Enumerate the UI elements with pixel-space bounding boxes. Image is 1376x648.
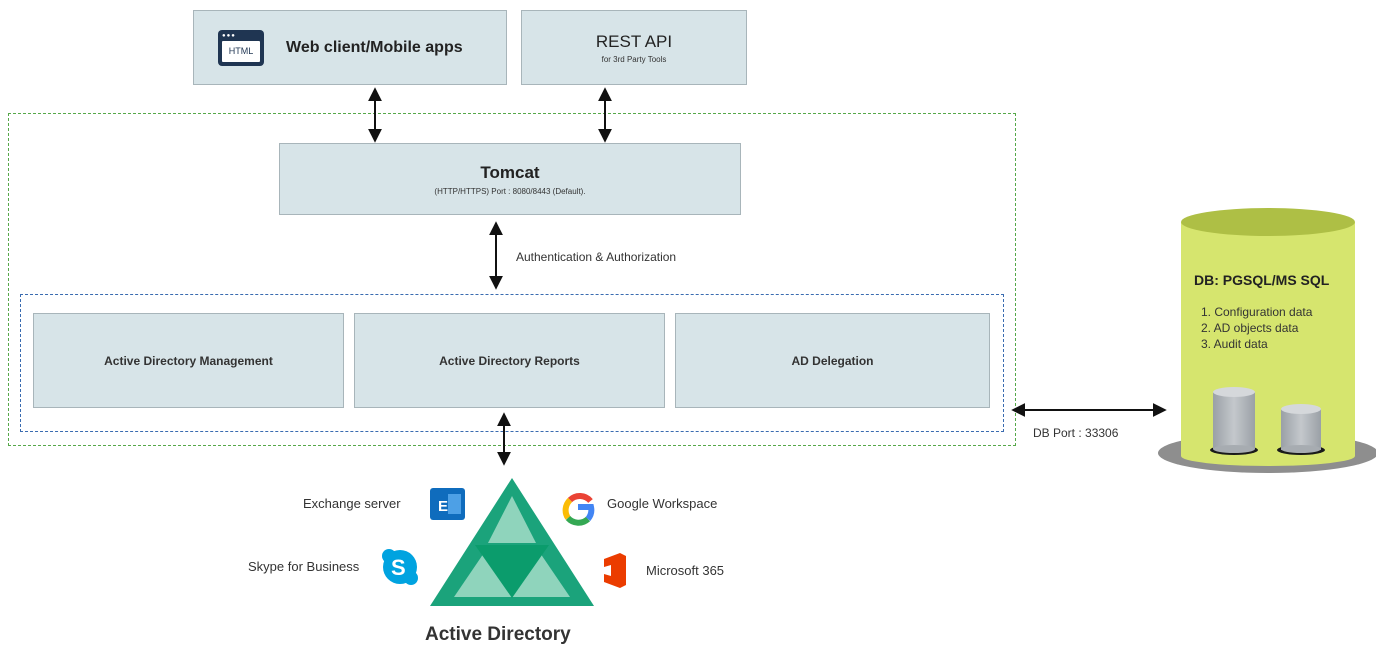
module-ad-management[interactable]: Active Directory Management bbox=[33, 313, 344, 408]
modules-container bbox=[20, 294, 1004, 432]
rest-api-box[interactable]: REST API for 3rd Party Tools bbox=[521, 10, 747, 85]
module-ad-reports[interactable]: Active Directory Reports bbox=[354, 313, 665, 408]
tomcat-title: Tomcat bbox=[480, 162, 540, 182]
server-boundary bbox=[8, 113, 1016, 446]
tomcat-port: (HTTP/HTTPS) Port : 8080/8443 (Default). bbox=[434, 186, 586, 196]
svg-text:S: S bbox=[391, 555, 406, 580]
google-icon bbox=[562, 493, 595, 526]
tomcat-box[interactable]: Tomcat (HTTP/HTTPS) Port : 8080/8443 (De… bbox=[279, 143, 741, 215]
db-item: 3. Audit data bbox=[1201, 337, 1268, 351]
db-item: 1. Configuration data bbox=[1201, 305, 1313, 319]
m365-label: Microsoft 365 bbox=[646, 563, 725, 578]
db-port-label: DB Port : 33306 bbox=[1033, 426, 1119, 440]
active-directory-icon bbox=[430, 478, 594, 606]
html-icon-text: HTML bbox=[228, 46, 254, 56]
rest-api-subtitle: for 3rd Party Tools bbox=[601, 54, 667, 64]
db-item: 2. AD objects data bbox=[1201, 321, 1299, 335]
office-icon bbox=[604, 553, 626, 588]
web-client-label: Web client/Mobile apps bbox=[286, 38, 463, 56]
skype-label: Skype for Business bbox=[248, 559, 360, 574]
module-label: AD Delegation bbox=[791, 353, 874, 368]
rest-api-title: REST API bbox=[595, 31, 673, 51]
exchange-label: Exchange server bbox=[303, 496, 401, 511]
skype-icon: S bbox=[382, 549, 418, 585]
db-title: DB: PGSQL/MS SQL bbox=[1194, 272, 1330, 288]
module-label: Active Directory Reports bbox=[439, 353, 580, 368]
google-label: Google Workspace bbox=[607, 496, 718, 511]
auth-label: Authentication & Authorization bbox=[516, 250, 677, 264]
exchange-icon: E bbox=[430, 488, 465, 520]
html-window-icon: ●●● HTML bbox=[218, 29, 264, 66]
web-client-box[interactable]: ●●● HTML Web client/Mobile apps bbox=[193, 10, 507, 85]
module-label: Active Directory Management bbox=[104, 353, 273, 368]
active-directory-label: Active Directory bbox=[425, 624, 571, 645]
svg-text:E: E bbox=[438, 498, 448, 515]
database-icon bbox=[1158, 208, 1376, 473]
module-ad-delegation[interactable]: AD Delegation bbox=[675, 313, 990, 408]
